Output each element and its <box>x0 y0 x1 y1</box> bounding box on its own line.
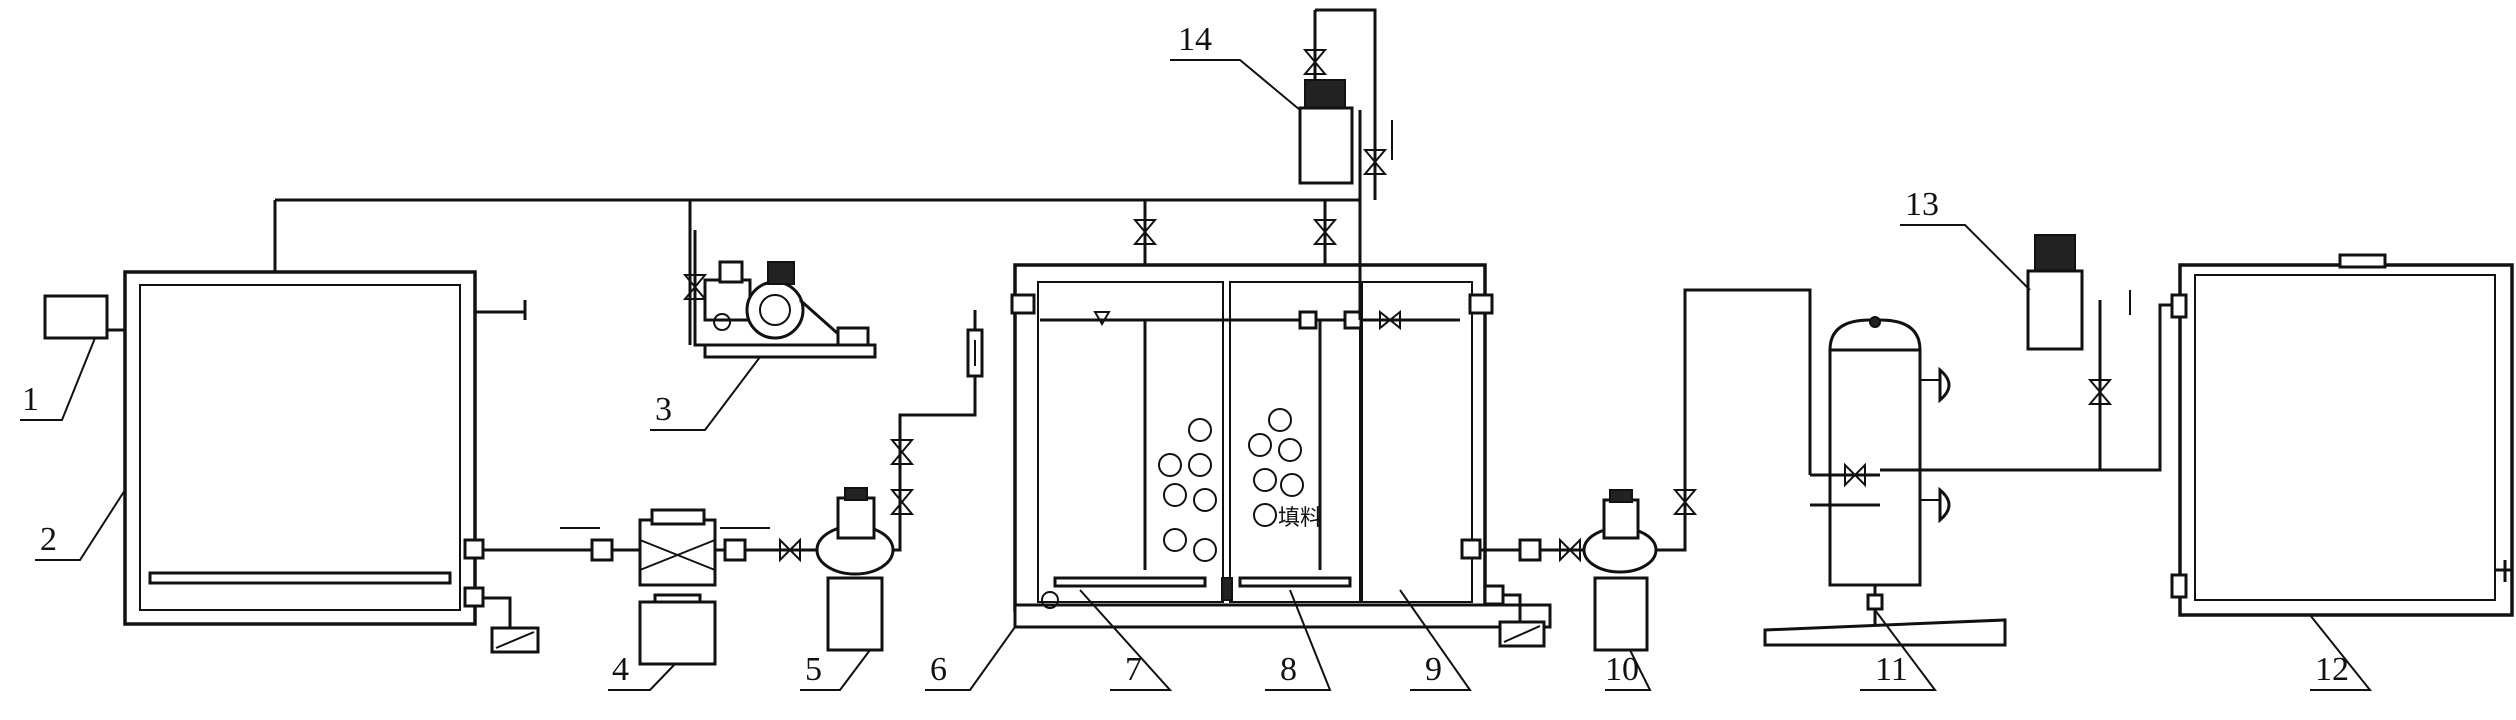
label-7: 7 <box>1125 651 1142 688</box>
label-12: 12 <box>2315 651 2349 688</box>
leader-lines <box>20 59 2373 691</box>
label-6: 6 <box>930 651 947 688</box>
blower-3 <box>682 230 877 359</box>
number-labels: 1 2 3 4 5 6 7 8 9 10 11 12 13 14 <box>22 21 2349 688</box>
outlet-pipe <box>1460 537 1590 648</box>
label-4: 4 <box>612 651 629 688</box>
raw-water-tank-2 <box>123 270 540 654</box>
pump-10 <box>1582 288 1812 652</box>
clean-water-tank-12 <box>2100 253 2514 617</box>
label-9: 9 <box>1425 651 1442 688</box>
filter-unit-4 <box>638 508 717 666</box>
label-11: 11 <box>1875 651 1908 688</box>
label-8: 8 <box>1280 651 1297 688</box>
pressure-vessel-11 <box>1763 300 2102 647</box>
pump-5 <box>815 310 984 652</box>
media-balls: 填料 <box>1158 408 1322 562</box>
label-5: 5 <box>805 651 822 688</box>
label-1: 1 <box>22 381 39 418</box>
label-10: 10 <box>1605 651 1639 688</box>
dosing-unit-13 <box>2026 234 2131 470</box>
media-label: 填料 <box>1278 505 1322 530</box>
treatment-tank-6-9 <box>1010 110 1552 629</box>
label-14: 14 <box>1178 21 1212 58</box>
label-13: 13 <box>1905 186 1939 223</box>
label-2: 2 <box>40 521 57 558</box>
dosing-unit-14 <box>1298 8 1393 200</box>
label-3: 3 <box>655 391 672 428</box>
feed-pipe <box>483 527 825 563</box>
